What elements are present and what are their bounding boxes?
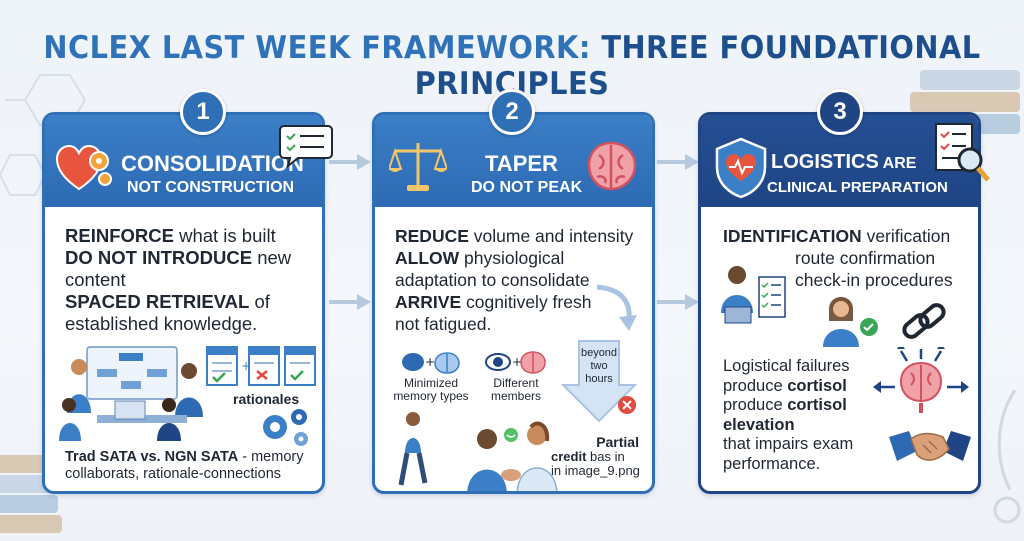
bold-term: ARRIVE [395, 292, 462, 312]
bold-term: REINFORCE [65, 225, 174, 246]
bold-term: cortisol [787, 376, 847, 395]
arrow-card2-to-card3-bottom [657, 294, 699, 310]
line-text: established knowledge. [65, 313, 258, 334]
line-text: produce [723, 396, 788, 414]
gears-icon [263, 409, 308, 446]
handshake-icon [889, 431, 971, 461]
close-circle-icon [618, 396, 636, 414]
line-text: physiological [459, 248, 565, 268]
chain-link-icon [902, 303, 946, 339]
line-text: cognitively fresh [461, 292, 592, 312]
line-text: performance. [723, 454, 821, 473]
down-arrow-shape [561, 340, 637, 423]
partial-credit-text: Partial credit bas in in image_9.png [551, 435, 640, 478]
shield-heart-icon [715, 137, 767, 199]
step-badge-1: 1 [180, 89, 226, 135]
card-header: CONSOLIDATION NOT CONSTRUCTION [45, 115, 322, 207]
handshake-people-illustration [398, 412, 558, 491]
different-members-icon: + [485, 351, 546, 374]
bold-term: credit [551, 449, 587, 464]
card-footer-text: Trad SATA vs. NGN SATA - memory collabor… [65, 449, 303, 483]
bold-term: DO NOT INTRODUCE [65, 247, 253, 268]
minimized-memory-label: Minimized memory types [381, 377, 481, 403]
card-subheading: NOT CONSTRUCTION [127, 179, 295, 196]
card-body-text: REINFORCE what is built DO NOT INTRODUCE… [65, 225, 291, 335]
line-text: new [252, 247, 292, 268]
arrow-card1-to-card2-top [329, 154, 371, 170]
step-badge-3: 3 [817, 89, 863, 135]
label-line: memory types [393, 389, 469, 403]
card-body-text: REDUCE volume and intensity ALLOW physio… [395, 225, 633, 335]
svg-text:+: + [425, 355, 435, 369]
background-stethoscope-icon [993, 390, 1021, 524]
bold-term: Partial [596, 434, 639, 450]
label-line: members [490, 389, 541, 403]
bold-term: ALLOW [395, 248, 460, 268]
line-text: check-in procedures [795, 270, 953, 290]
line-text: bas in [586, 449, 625, 464]
background-books-icon [910, 70, 1020, 134]
brain-icon [587, 141, 637, 191]
svg-text:+: + [241, 359, 251, 373]
line-text: that impairs exam [723, 435, 854, 453]
line-text: Logistical failures [723, 357, 850, 375]
line-text: adaptation to consolidate [395, 270, 590, 290]
label-line: beyond [580, 347, 618, 359]
line-text: of [249, 291, 270, 312]
rationales-label: rationales [233, 391, 300, 407]
line-text: volume and intensity [468, 226, 634, 246]
brain-stress-icon [873, 347, 969, 413]
bold-term: REDUCE [395, 226, 469, 246]
line-text: what is built [173, 225, 276, 246]
memory-types-icon: + [402, 352, 460, 374]
principle-card-taper: TAPER DO NOT PEAK REDUCE volume and inte… [372, 112, 655, 494]
beyond-two-hours-text: beyond two hours [571, 347, 627, 386]
arrow-card1-to-card2-bottom [329, 294, 371, 310]
label-line: Minimized [403, 376, 458, 390]
principle-card-consolidation: CONSOLIDATION NOT CONSTRUCTION REINFORCE… [42, 112, 325, 494]
line-text: route confirmation [795, 248, 936, 268]
step-badge-2: 2 [489, 89, 535, 135]
scales-icon [389, 143, 447, 191]
label-line: hours [585, 373, 613, 385]
title-part-1: NCLEX LAST WEEK FRAMEWORK: [43, 30, 591, 66]
principle-card-logistics: LOGISTICS ARE CLINICAL PREPARATION IDENT… [698, 112, 981, 494]
card-heading: CONSOLIDATION [121, 151, 304, 176]
line-text: - memory [238, 449, 304, 465]
line-text: content [65, 269, 126, 290]
svg-text:+: + [512, 355, 522, 369]
line-text: in image_9.png [551, 463, 640, 478]
label-line: two [590, 360, 608, 372]
line-text: not fatigued. [395, 314, 492, 334]
bold-term: Trad SATA vs. NGN SATA [65, 449, 239, 465]
card-heading: LOGISTICS ARE [771, 151, 916, 174]
document-magnifier-icon [935, 123, 990, 182]
bold-term: SPACED RETRIEVAL [65, 291, 250, 312]
line-text: collaborats, rationale-connections [65, 466, 282, 482]
card-lower-text: Logistical failures produce cortisol pro… [723, 357, 853, 474]
card-subheading: CLINICAL PREPARATION [767, 179, 948, 196]
card-heading: TAPER [485, 151, 558, 176]
heading-rest: ARE [878, 155, 917, 172]
line-text: produce [723, 376, 788, 395]
card-body-text: IDENTIFICATION verification route confir… [723, 225, 953, 291]
card-subheading: DO NOT PEAK [471, 179, 583, 196]
line-text: verification [861, 226, 951, 246]
heart-gears-icon [55, 144, 112, 191]
bold-term: elevation [723, 415, 795, 434]
heading-bold: LOGISTICS [771, 151, 879, 173]
different-members-label: Different members [471, 377, 561, 403]
person-verified-illustration [823, 297, 878, 347]
checklist-bubble-icon [279, 125, 333, 168]
arrow-card2-to-card3-top [657, 154, 699, 170]
curved-arrow-icon [596, 284, 637, 331]
bold-term: IDENTIFICATION [723, 226, 862, 246]
team-collaboration-illustration [59, 346, 203, 441]
worksheets-icon: + = [206, 346, 316, 386]
bold-term: cortisol [787, 396, 847, 414]
person-laptop-checklist-illustration [721, 266, 786, 324]
label-line: Different [493, 376, 539, 390]
